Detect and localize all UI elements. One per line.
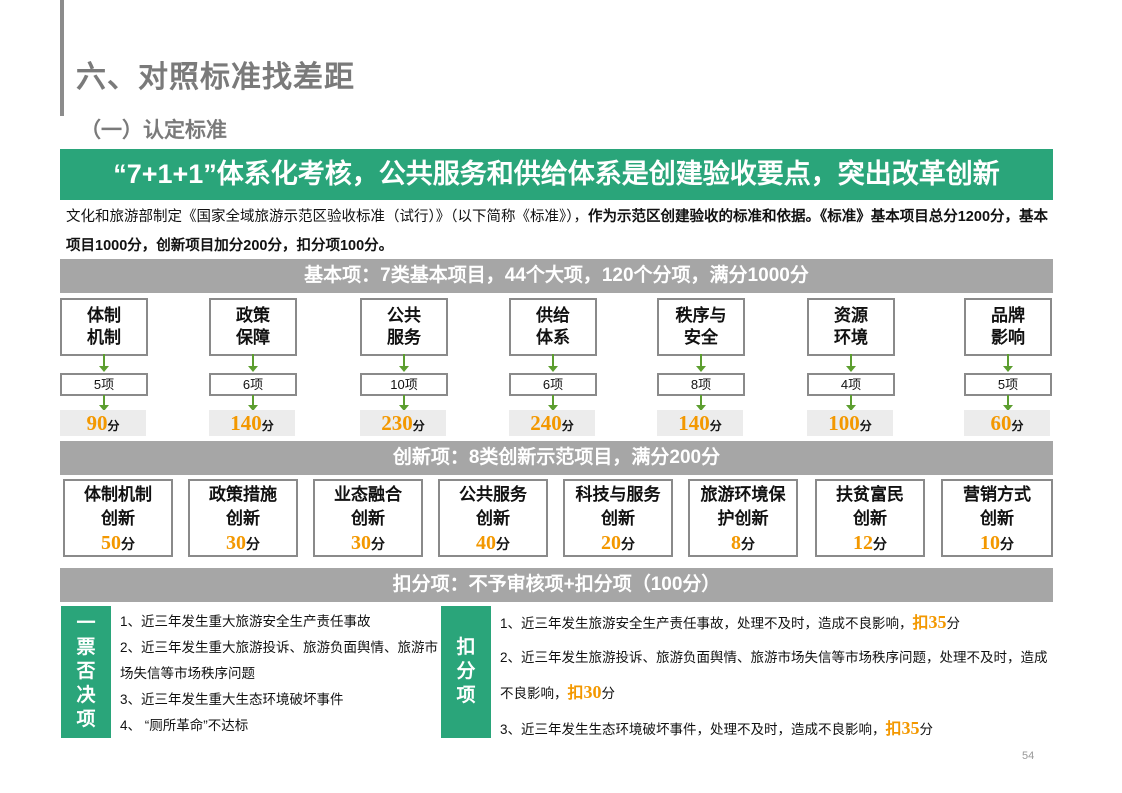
basic-item-count: 6项: [509, 373, 597, 396]
basic-item: 政策保障 6项 140分: [209, 298, 299, 438]
arrow-head: [1003, 366, 1013, 372]
arrow-head: [1003, 405, 1013, 411]
basic-item: 品牌影响 5项 60分: [964, 298, 1054, 438]
list-item: 4、 “厕所革命”不达标: [120, 718, 249, 733]
basic-item-score: 140分: [209, 410, 295, 436]
page-title: 六、对照标准找差距: [76, 61, 355, 94]
basic-item-category: 政策保障: [209, 298, 297, 356]
list-item: 3、近三年发生生态环境破坏事件，处理不及时，造成不良影响，扣35分: [500, 718, 934, 738]
arrow-head: [399, 366, 409, 372]
innovation-item: 营销方式创新 10分: [941, 479, 1053, 557]
arrow-head: [696, 405, 706, 411]
arrow-connector: [252, 395, 254, 407]
arrow-head: [846, 405, 856, 411]
basic-item: 资源环境 4项 100分: [807, 298, 897, 438]
basic-item-count: 5项: [964, 373, 1052, 396]
basic-item-category: 资源环境: [807, 298, 895, 356]
arrow-head: [548, 366, 558, 372]
arrow-head: [399, 405, 409, 411]
innovation-items-header: 创新项：8类创新示范项目，满分200分: [60, 441, 1053, 475]
list-item: 3、近三年发生重大生态环境破坏事件: [120, 692, 344, 707]
basic-item-count: 8项: [657, 373, 745, 396]
innovation-item: 扶贫富民创新 12分: [815, 479, 925, 557]
veto-list: 1、近三年发生重大旅游安全生产责任事故 2、近三年发生重大旅游投诉、旅游负面舆情…: [120, 609, 440, 739]
basic-item-category: 品牌影响: [964, 298, 1052, 356]
arrow-connector: [403, 395, 405, 407]
basic-item-score: 230分: [360, 410, 446, 436]
arrow-connector: [252, 354, 254, 368]
arrow-head: [846, 366, 856, 372]
basic-item-category: 秩序与安全: [657, 298, 745, 356]
intro-text-plain: 文化和旅游部制定《国家全域旅游示范区验收标准（试行）》（以下简称《标准》），: [66, 209, 588, 225]
basic-item-score: 60分: [964, 410, 1050, 436]
intro-text-bold: 作为示范区创建验收的标准和依据。《标准》基本项目总分1200分，基本项目1000…: [66, 209, 1049, 254]
arrow-connector: [850, 395, 852, 407]
basic-item-category: 供给体系: [509, 298, 597, 356]
arrow-connector: [103, 354, 105, 368]
basic-item-count: 4项: [807, 373, 895, 396]
arrow-connector: [403, 354, 405, 368]
deduct-tag: 扣分项: [441, 606, 491, 738]
arrow-head: [248, 366, 258, 372]
basic-item-count: 10项: [360, 373, 448, 396]
basic-items-header: 基本项：7类基本项目，44个大项，120个分项，满分1000分: [60, 259, 1053, 293]
arrow-connector: [552, 395, 554, 407]
arrow-head: [548, 405, 558, 411]
basic-item-score: 100分: [807, 410, 893, 436]
veto-tag: 一票否决项: [61, 606, 111, 738]
arrow-connector: [1007, 395, 1009, 407]
list-item: 1、近三年发生旅游安全生产责任事故，处理不及时，造成不良影响，扣35分: [500, 612, 961, 632]
arrow-head: [99, 366, 109, 372]
list-item: 2、近三年发生旅游投诉、旅游负面舆情、旅游市场失信等市场秩序问题，处理不及时，造…: [500, 650, 1048, 702]
innovation-item: 政策措施创新 30分: [188, 479, 298, 557]
basic-item-category: 公共服务: [360, 298, 448, 356]
summary-banner: “7+1+1”体系化考核，公共服务和供给体系是创建验收要点，突出改革创新: [60, 149, 1053, 200]
list-item: 2、近三年发生重大旅游投诉、旅游负面舆情、旅游市场失信等市场秩序问题: [120, 640, 439, 681]
arrow-head: [696, 366, 706, 372]
basic-item-score: 140分: [657, 410, 743, 436]
arrow-head: [99, 405, 109, 411]
basic-item: 体制机制 5项 90分: [60, 298, 150, 438]
innovation-item: 业态融合创新 30分: [313, 479, 423, 557]
innovation-item: 体制机制创新 50分: [63, 479, 173, 557]
arrow-connector: [1007, 354, 1009, 368]
list-item: 1、近三年发生重大旅游安全生产责任事故: [120, 614, 371, 629]
page-number: 54: [1022, 750, 1035, 762]
arrow-connector: [700, 395, 702, 407]
basic-item-score: 90分: [60, 410, 146, 436]
section-subtitle: （一）认定标准: [80, 119, 227, 142]
arrow-connector: [103, 395, 105, 407]
title-accent-bar: [60, 0, 64, 116]
intro-paragraph: 文化和旅游部制定《国家全域旅游示范区验收标准（试行）》（以下简称《标准》），作为…: [66, 203, 1051, 261]
innovation-item: 科技与服务创新 20分: [563, 479, 673, 557]
deduction-items-header: 扣分项：不予审核项+扣分项（100分）: [60, 568, 1053, 602]
basic-item: 公共服务 10项 230分: [360, 298, 450, 438]
basic-item-count: 5项: [60, 373, 148, 396]
arrow-connector: [850, 354, 852, 368]
arrow-connector: [552, 354, 554, 368]
basic-item-count: 6项: [209, 373, 297, 396]
innovation-item: 公共服务创新 40分: [438, 479, 548, 557]
basic-item: 供给体系 6项 240分: [509, 298, 599, 438]
arrow-connector: [700, 354, 702, 368]
arrow-head: [248, 405, 258, 411]
basic-item-category: 体制机制: [60, 298, 148, 356]
basic-item: 秩序与安全 8项 140分: [657, 298, 747, 438]
innovation-item: 旅游环境保护创新 8分: [688, 479, 798, 557]
basic-item-score: 240分: [509, 410, 595, 436]
deduct-list: 1、近三年发生旅游安全生产责任事故，处理不及时，造成不良影响，扣35分 2、近三…: [500, 609, 1052, 743]
